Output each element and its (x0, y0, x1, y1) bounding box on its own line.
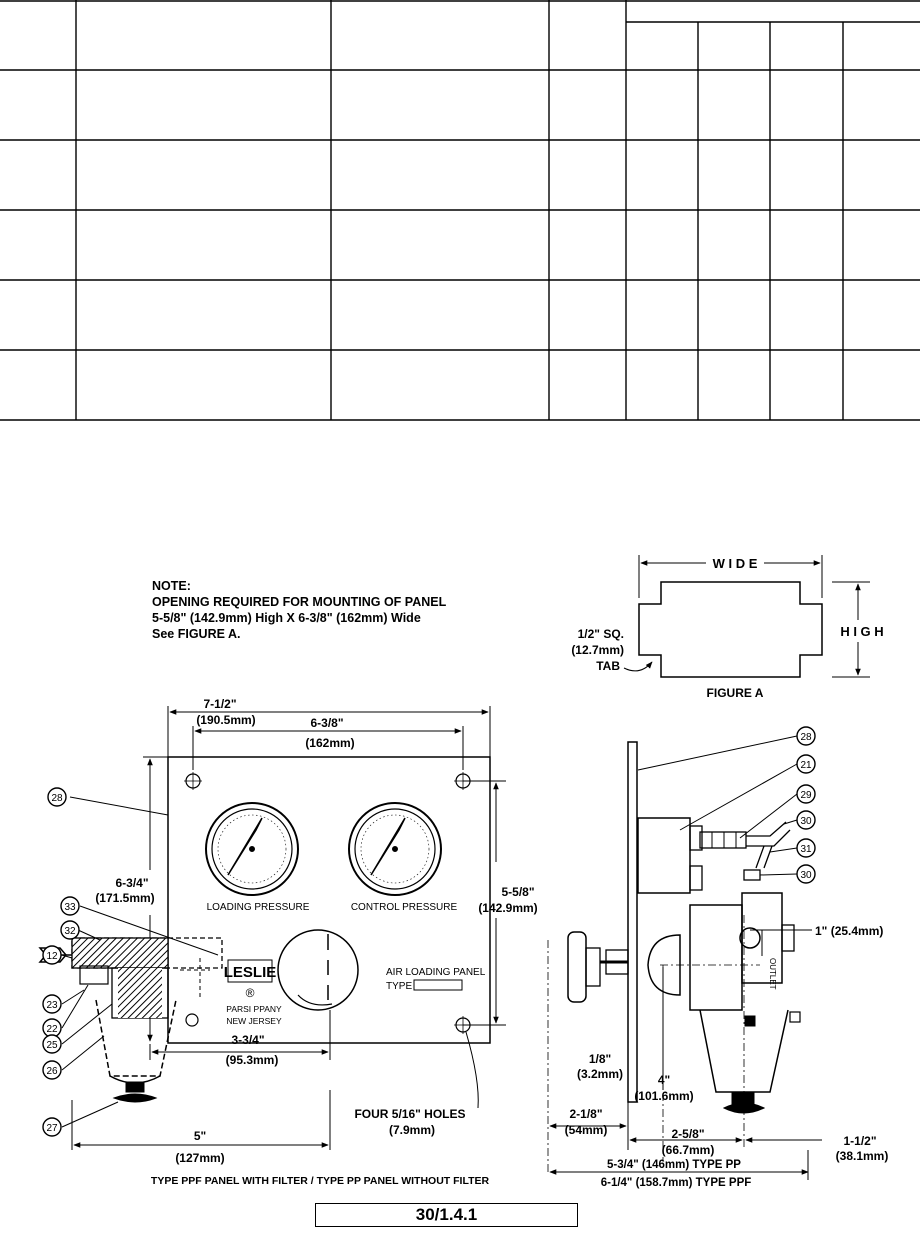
figure-a-wide-label: W I D E (713, 556, 758, 571)
dim-base-in: 5" (194, 1129, 206, 1143)
callout-28-side: 28 (800, 732, 812, 743)
registered-mark: ® (246, 986, 255, 1000)
dim-two-five-in: 2-5/8" (671, 1127, 704, 1141)
callout-29: 29 (800, 790, 812, 801)
note-line-1: OPENING REQUIRED FOR MOUNTING OF PANEL (152, 595, 447, 609)
dim-four-in: 4" (658, 1073, 670, 1087)
figure-a (623, 555, 870, 678)
dim-one-inch: 1" (25.4mm) (815, 924, 883, 938)
callout-30-lower: 30 (800, 870, 812, 881)
dim-eighth-mm: (3.2mm) (577, 1067, 623, 1081)
parts-table-grid (0, 0, 920, 421)
dim-base-mm: (127mm) (175, 1151, 224, 1165)
parts-table (0, 0, 920, 421)
holes-label-1: FOUR 5/16" HOLES (354, 1107, 465, 1121)
front-view-caption: TYPE PPF PANEL WITH FILTER / TYPE PP PAN… (151, 1175, 490, 1187)
filter-section (38, 937, 331, 1150)
state-label: NEW JERSEY (226, 1016, 282, 1026)
callout-30-upper: 30 (800, 816, 812, 827)
callout-31: 31 (800, 844, 812, 855)
dim-hole-height-mm: (142.9mm) (478, 901, 537, 915)
figure-a-high-label: H I G H (840, 624, 883, 639)
dim-overall-pp: 5-3/4" (146mm) TYPE PP (607, 1159, 741, 1171)
leslie-logo: LESLIE ® PARSI PPANY NEW JERSEY (224, 959, 282, 1026)
control-pressure-gauge-icon (348, 802, 442, 896)
reference-number: 30/1.4.1 (315, 1203, 578, 1227)
callout-33: 33 (64, 902, 76, 913)
outlet-label: OUTLET (768, 958, 777, 990)
tab-label-2: (12.7mm) (571, 643, 624, 657)
callout-22: 22 (46, 1024, 58, 1035)
callout-25: 25 (46, 1040, 58, 1051)
dim-one-half-mm: (38.1mm) (836, 1149, 889, 1163)
dim-one-half-in: 1-1/2" (843, 1134, 876, 1148)
panel-type-box (413, 979, 463, 991)
dim-outer-width-mm: (190.5mm) (196, 713, 255, 727)
loading-pressure-gauge-icon (205, 802, 299, 896)
dim-hole-width-in: 6-3/8" (310, 716, 343, 730)
dim-eighth-in: 1/8" (589, 1052, 611, 1066)
figure-a-caption: FIGURE A (707, 686, 764, 700)
dim-overall-ppf: 6-1/4" (158.7mm) TYPE PPF (601, 1177, 752, 1189)
callout-23: 23 (46, 1000, 58, 1011)
dim-outer-width-in: 7-1/2" (203, 697, 236, 711)
dim-outer-height-in: 6-3/4" (115, 876, 148, 890)
dim-filter-in: 3-3/4" (231, 1033, 264, 1047)
dim-filter-mm: (95.3mm) (226, 1053, 279, 1067)
tab-label-1: 1/2" SQ. (578, 627, 624, 641)
callout-32: 32 (64, 926, 76, 937)
drawing-canvas: W I D E H I G H 1/2" SQ. (12.7mm) TAB FI… (38, 555, 889, 1189)
front-panel (143, 706, 506, 1109)
air-loading-panel-label: AIR LOADING PANEL (386, 967, 486, 978)
note-heading: NOTE: (152, 579, 191, 593)
dim-two-eighth-in: 2-1/8" (569, 1107, 602, 1121)
holes-label-2: (7.9mm) (389, 1123, 435, 1137)
dim-hole-height-in: 5-5/8" (501, 885, 534, 899)
control-pressure-label: CONTROL PRESSURE (351, 902, 458, 913)
technical-drawing: W I D E H I G H 1/2" SQ. (12.7mm) TAB FI… (0, 540, 920, 1233)
panel-type-label: TYPE (386, 981, 412, 992)
dim-hole-width-mm: (162mm) (305, 736, 354, 750)
dim-two-eighth-mm: (54mm) (565, 1123, 608, 1137)
callout-markers (42, 726, 816, 1137)
note-line-2: 5-5/8" (142.9mm) High X 6-3/8" (162mm) W… (152, 611, 421, 625)
callout-26: 26 (46, 1066, 58, 1077)
dim-outer-height-mm: (171.5mm) (95, 891, 154, 905)
callout-27: 27 (46, 1123, 58, 1134)
leslie-logo-text: LESLIE (224, 964, 277, 981)
dim-four-mm: (101.6mm) (634, 1089, 693, 1103)
callout-12: 12 (46, 951, 58, 962)
loading-pressure-label: LOADING PRESSURE (207, 902, 310, 913)
side-view (547, 741, 822, 1180)
mounting-note: NOTE: OPENING REQUIRED FOR MOUNTING OF P… (152, 578, 446, 642)
callout-21: 21 (800, 760, 812, 771)
regulator-knob-icon (277, 929, 359, 1011)
note-line-3: See FIGURE A. (152, 627, 241, 641)
city-label: PARSI PPANY (226, 1004, 282, 1014)
tab-label-3: TAB (596, 659, 620, 673)
dim-two-five-mm: (66.7mm) (662, 1143, 715, 1157)
callout-28-front: 28 (51, 793, 63, 804)
